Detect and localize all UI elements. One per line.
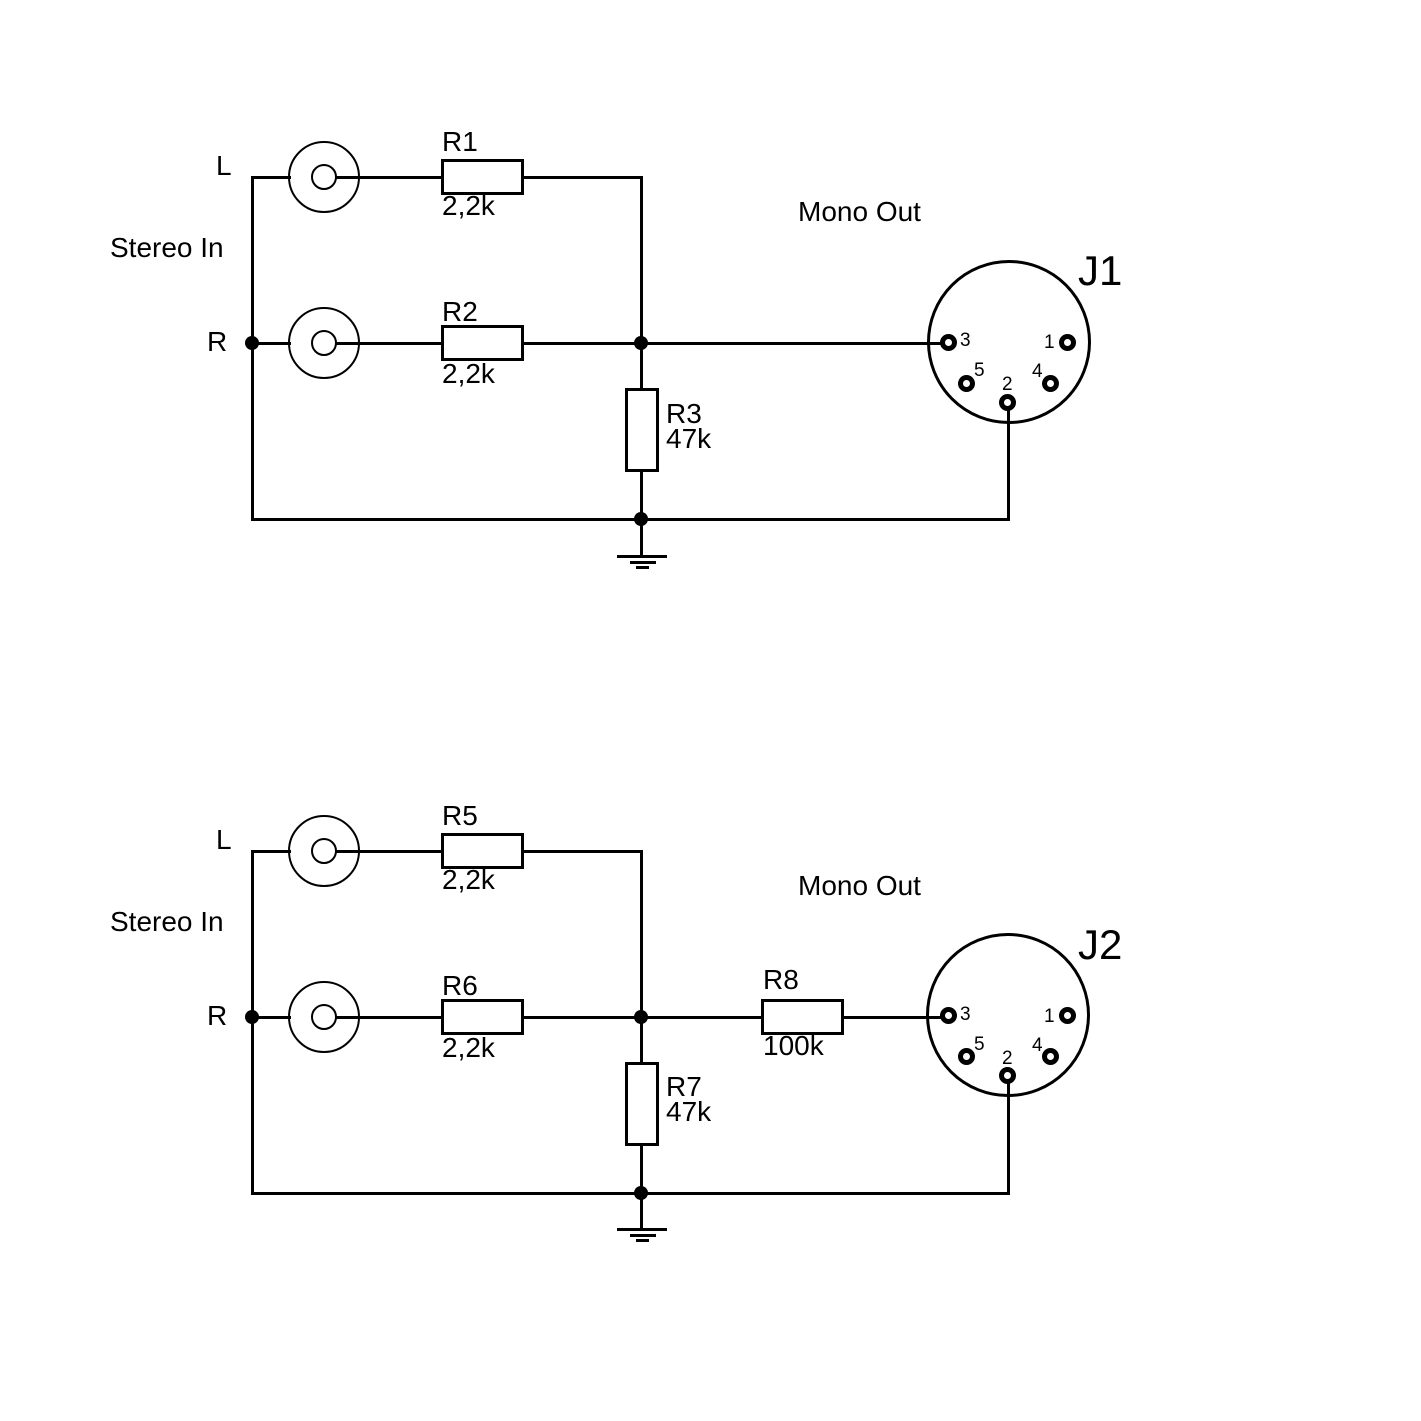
wire-r7-top (640, 1016, 643, 1063)
din-connector-j1 (927, 260, 1091, 424)
din-j2-pin1-icon (1059, 1007, 1076, 1024)
wire-junction-to-pin3 (640, 342, 950, 345)
resistor-r2 (441, 325, 524, 361)
din-j2-pin1-label: 1 (1044, 1006, 1055, 1027)
resistor-r6-ref: R6 (442, 970, 478, 1001)
wire-r6-to-junction (524, 1016, 643, 1019)
din-j1-pin4-icon (1042, 375, 1059, 392)
junction-dot (245, 1010, 259, 1024)
rca-jack-left-icon (288, 815, 360, 887)
resistor-r8 (761, 999, 844, 1035)
right-channel-label: R (207, 326, 228, 357)
connector-designator-j2: J2 (1078, 921, 1123, 968)
wire-r-rca-to-r6 (336, 1016, 441, 1019)
junction-dot (634, 336, 648, 350)
wire-pin2-to-ground (1007, 1076, 1010, 1195)
wire-ground-bus (251, 1192, 1010, 1195)
resistor-r3-value: 47k (666, 423, 712, 454)
wire-r-rca-to-r2 (336, 342, 441, 345)
wire-r2-to-junction (524, 342, 643, 345)
wire-l-r1-to-bus (524, 176, 643, 179)
wire-l-rail-to-rca (251, 176, 291, 179)
rca-jack-left-pin-icon (311, 164, 337, 190)
din-j2-pin5-label: 5 (974, 1034, 985, 1055)
wire-sum-bus-vertical (640, 850, 643, 1018)
rca-jack-left-icon (288, 141, 360, 213)
ground-icon (617, 1228, 667, 1231)
din-j1-pin1-label: 1 (1044, 332, 1055, 353)
din-j2-pin4-label: 4 (1032, 1035, 1043, 1056)
wire-r7-bottom (640, 1145, 643, 1194)
din-j2-pin2-label: 2 (1002, 1048, 1013, 1069)
wire-l-rca-to-r1 (336, 176, 441, 179)
resistor-r6 (441, 999, 524, 1035)
junction-dot (634, 1010, 648, 1024)
wire-pin2-to-ground (1007, 402, 1010, 521)
rca-jack-right-icon (288, 981, 360, 1053)
wire-sum-bus-vertical (640, 176, 643, 344)
din-j1-pin4-label: 4 (1032, 361, 1043, 382)
din-j1-pin3-label: 3 (960, 330, 971, 351)
wire-r3-bottom (640, 471, 643, 520)
din-connector-j2 (926, 933, 1090, 1097)
resistor-r8-value: 100k (763, 1030, 824, 1061)
rca-jack-right-icon (288, 307, 360, 379)
resistor-r3-ref: R3 (666, 398, 702, 429)
resistor-r8-ref: R8 (763, 964, 799, 995)
right-channel-label: R (207, 1000, 228, 1031)
din-j2-pin5-icon (958, 1048, 975, 1065)
wire-r8-to-pin3 (843, 1016, 950, 1019)
din-j2-pin2-icon (999, 1067, 1016, 1084)
resistor-r3 (625, 388, 659, 472)
wire-junction-to-r8 (640, 1016, 761, 1019)
stereo-in-label: Stereo In (110, 906, 224, 937)
resistor-r5 (441, 833, 524, 869)
resistor-r1 (441, 159, 524, 195)
resistor-r7-ref: R7 (666, 1071, 702, 1102)
wire-r-rail-to-rca (251, 1016, 291, 1019)
wire-r-rail-to-rca (251, 342, 291, 345)
resistor-r7 (625, 1062, 659, 1146)
din-j2-pin3-label: 3 (960, 1004, 971, 1025)
mono-out-label: Mono Out (798, 196, 921, 227)
left-channel-label: L (216, 150, 232, 181)
wire-l-rail-to-rca (251, 850, 291, 853)
mono-out-label: Mono Out (798, 870, 921, 901)
ground-icon (630, 561, 656, 564)
resistor-r5-value: 2,2k (442, 864, 495, 895)
resistor-r7-value: 47k (666, 1096, 712, 1127)
wire-l-r5-to-bus (524, 850, 643, 853)
resistor-r2-value: 2,2k (442, 358, 495, 389)
ground-icon-stem (640, 518, 643, 556)
resistor-r2-ref: R2 (442, 296, 478, 327)
left-channel-label: L (216, 824, 232, 855)
stereo-in-label: Stereo In (110, 232, 224, 263)
ground-icon-stem (640, 1192, 643, 1230)
wire-r3-top (640, 342, 643, 389)
rca-jack-right-pin-icon (311, 330, 337, 356)
junction-dot (245, 336, 259, 350)
din-j1-pin5-label: 5 (974, 360, 985, 381)
resistor-r1-ref: R1 (442, 126, 478, 157)
din-j1-pin5-icon (958, 375, 975, 392)
din-j1-pin2-icon (999, 394, 1016, 411)
din-j2-pin4-icon (1042, 1048, 1059, 1065)
din-j1-pin3-icon (940, 334, 957, 351)
ground-icon (617, 555, 667, 558)
din-j2-pin3-icon (940, 1007, 957, 1024)
ground-icon (636, 566, 649, 569)
rca-jack-right-pin-icon (311, 1004, 337, 1030)
wire-ground-bus (251, 518, 1010, 521)
din-j1-pin2-label: 2 (1002, 374, 1013, 395)
ground-icon (636, 1239, 649, 1242)
wire-l-rca-to-r5 (336, 850, 441, 853)
resistor-r6-value: 2,2k (442, 1032, 495, 1063)
connector-designator-j1: J1 (1078, 247, 1123, 294)
resistor-r1-value: 2,2k (442, 190, 495, 221)
resistor-r5-ref: R5 (442, 800, 478, 831)
din-j1-pin1-icon (1059, 334, 1076, 351)
ground-icon (630, 1234, 656, 1237)
rca-jack-left-pin-icon (311, 838, 337, 864)
